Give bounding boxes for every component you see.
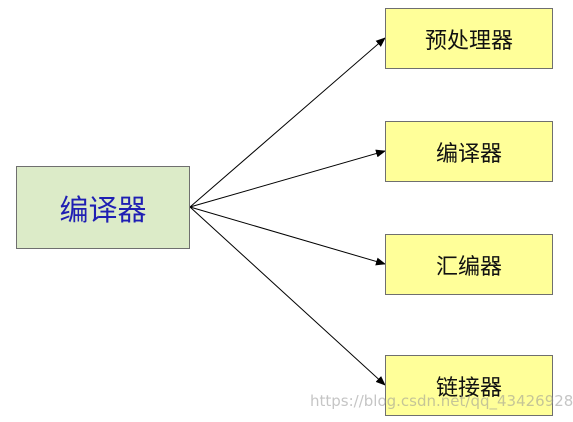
assembler-box: 汇编器 [385,234,553,295]
preprocessor-box: 预处理器 [385,8,553,69]
preprocessor-label: 预处理器 [424,28,513,54]
compiler-system-box: 编译器 [16,166,190,249]
compiler-box: 编译器 [385,121,553,182]
arrow-to-preprocessor [189,37,386,208]
arrow-to-linker [189,206,386,386]
linker-label: 链接器 [435,375,502,401]
arrow-to-compiler [189,149,386,208]
arrow-to-assembler [189,206,386,266]
watermark-text: https://blog.csdn.net/qq_43426928 [310,392,573,410]
linker-box: 链接器 [385,355,553,416]
assembler-label: 汇编器 [435,254,502,280]
compiler-system-label: 编译器 [59,192,147,227]
compiler-label: 编译器 [435,141,502,167]
